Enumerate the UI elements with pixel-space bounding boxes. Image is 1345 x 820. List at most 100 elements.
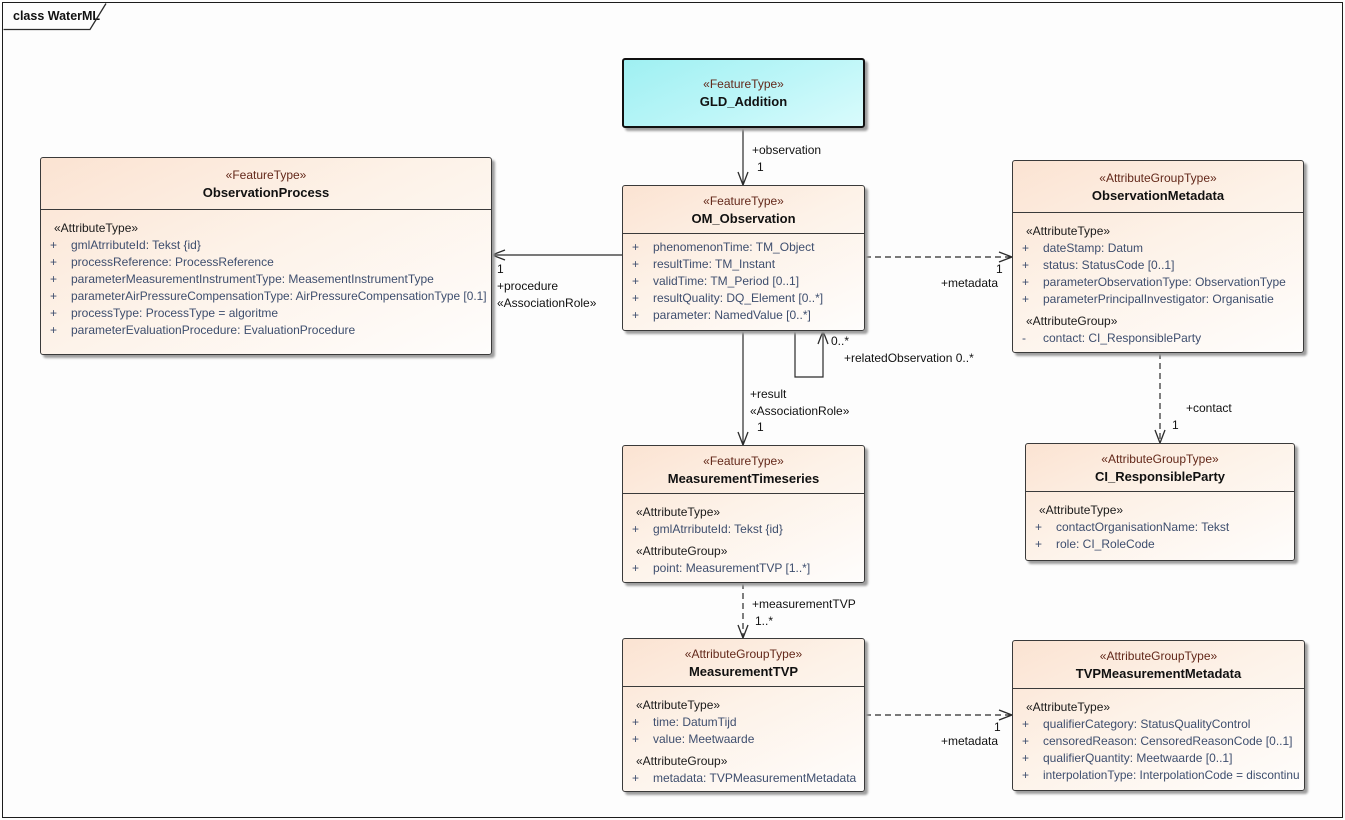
attribute-text: parameterEvaluationProcedure: Evaluation… [71, 323, 356, 337]
visibility-sign: + [632, 308, 640, 322]
attribute-text: parameterAirPressureCompensationType: Ai… [71, 289, 487, 303]
connector-contact[interactable] [1154, 353, 1166, 444]
attribute-row[interactable]: +status: StatusCode [0..1] [1013, 257, 1303, 274]
attribute-text: resultQuality: DQ_Element [0..*] [653, 291, 824, 305]
class-box-cirp[interactable]: «AttributeGroupType» CI_ResponsibleParty… [1025, 443, 1295, 561]
attribute-row[interactable]: +gmlAtrributeId: Tekst {id} [41, 237, 491, 254]
class-header: «AttributeGroupType» TVPMeasurementMetad… [1013, 641, 1304, 689]
attribute-row[interactable]: + qualifierCategory: StatusQualityControl [1013, 716, 1304, 733]
visibility-sign: + [50, 289, 58, 303]
visibility-sign: + [1035, 537, 1043, 551]
attribute-row[interactable]: + interpolationType: InterpolationCode = … [1013, 767, 1304, 784]
visibility-sign: + [1035, 520, 1043, 534]
attribute-row[interactable]: + metadata: TVPMeasurementMetadata [623, 770, 864, 787]
section-header: «AttributeType» [1039, 503, 1124, 517]
attribute-row[interactable]: +processType: ProcessType = algoritme [41, 305, 491, 322]
visibility-sign: + [1022, 292, 1030, 306]
attribute-row[interactable]: +role: CI_RoleCode [1026, 536, 1294, 553]
attribute-text: point: MeasurementTVP [1..*] [653, 561, 811, 575]
attribute-text: qualifierCategory: StatusQualityControl [1043, 717, 1251, 731]
connector-observation[interactable] [737, 128, 749, 186]
class-stereotype: «FeatureType» [703, 193, 784, 208]
attribute-row[interactable]: +validTime: TM_Period [0..1] [623, 273, 864, 290]
attribute-row[interactable]: + phenomenonTime: TM_Object [623, 239, 864, 256]
class-attributes: «AttributeType»+qualifierCategory: Statu… [1013, 689, 1304, 784]
connector-result[interactable] [737, 331, 749, 446]
diagram-tab: class WaterML [13, 9, 101, 23]
attribute-row[interactable]: +parameter: NamedValue [0..*] [623, 307, 864, 324]
class-attributes: «AttributeType» +contactOrganisationName:… [1026, 492, 1294, 553]
visibility-sign: + [50, 323, 58, 337]
visibility-sign: - [1022, 331, 1026, 345]
visibility-sign: + [632, 771, 640, 785]
class-box-tvpmm[interactable]: «AttributeGroupType» TVPMeasurementMetad… [1012, 640, 1305, 791]
attribute-row[interactable]: +contactOrganisationName: Tekst [1026, 519, 1294, 536]
attribute-text: censoredReason: CensoredReasonCode [0..1… [1043, 734, 1293, 748]
section-header: «AttributeType» [54, 221, 139, 235]
class-header: «AttributeGroupType» CI_ResponsibleParty [1026, 444, 1294, 492]
attribute-row[interactable]: +point: MeasurementTVP [1..*] [623, 560, 864, 577]
visibility-sign: + [1022, 241, 1030, 255]
visibility-sign: + [632, 240, 640, 254]
attribute-row[interactable]: + resultQuality: DQ_Element [0..*] [623, 290, 864, 307]
class-box-mts[interactable]: «FeatureType» MeasurementTimeseries «Att… [622, 445, 865, 583]
visibility-sign: + [50, 255, 58, 269]
visibility-sign: + [1022, 275, 1030, 289]
class-box-mtvp[interactable]: «AttributeGroupType» MeasurementTVP «Att… [622, 638, 865, 792]
attribute-row[interactable]: +time: DatumTijd [623, 714, 864, 731]
attribute-row[interactable]: +parameterObservationType: ObservationTy… [1013, 274, 1303, 291]
class-box-gld[interactable]: «FeatureType» GLD_Addition [622, 58, 865, 128]
connector-measurementTVP[interactable] [737, 583, 749, 639]
attribute-row[interactable]: + processReference: ProcessReference [41, 254, 491, 271]
class-name: MeasurementTVP [688, 663, 799, 679]
attribute-text: processType: ProcessType = algoritme [71, 306, 279, 320]
visibility-sign: + [1022, 734, 1030, 748]
attribute-text: phenomenonTime: TM_Object [653, 240, 815, 254]
class-stereotype: «AttributeGroupType» [1101, 451, 1219, 466]
class-name: OM_Observation [691, 210, 796, 226]
attribute-text: time: DatumTijd [653, 715, 737, 729]
attribute-row[interactable]: - contact: CI_ResponsibleParty [1013, 330, 1303, 347]
class-name: ObservationProcess [202, 184, 330, 200]
attribute-text: value: Meetwaarde [653, 732, 755, 746]
class-box-obsproc[interactable]: «FeatureType» ObservationProcess «Attrib… [40, 157, 492, 355]
class-box-om[interactable]: «FeatureType» OM_Observation + phenomenon… [622, 185, 865, 331]
attribute-text: metadata: TVPMeasurementMetadata [653, 771, 857, 785]
connector-metadata_tvp[interactable] [865, 709, 1013, 721]
attribute-row[interactable]: +gmlAtrributeId: Tekst {id} [623, 521, 864, 538]
connector-procedure[interactable] [491, 249, 622, 261]
attribute-row[interactable]: +resultTime: TM_Instant [623, 256, 864, 273]
class-attributes: «AttributeType» +dateStamp: Datum+status:… [1013, 213, 1303, 347]
class-name: TVPMeasurementMetadata [1075, 665, 1242, 681]
attribute-row[interactable]: +parameterMeasurementInstrumentType: Mea… [41, 271, 491, 288]
class-attributes: «AttributeType» +gmlAtrributeId: Tekst {i… [41, 210, 491, 339]
attribute-row[interactable]: + censoredReason: CensoredReasonCode [0..… [1013, 733, 1304, 750]
attribute-text: contact: CI_ResponsibleParty [1043, 331, 1202, 345]
visibility-sign: + [632, 257, 640, 271]
class-box-obsmeta[interactable]: «AttributeGroupType» ObservationMetadata… [1012, 160, 1304, 353]
attribute-text: processReference: ProcessReference [71, 255, 274, 269]
visibility-sign: + [1022, 751, 1030, 765]
attribute-row[interactable]: + parameterEvaluationProcedure: Evaluatio… [41, 322, 491, 339]
class-name: GLD_Addition [699, 94, 788, 109]
attribute-text: parameterMeasurementInstrumentType: Meas… [71, 272, 434, 286]
attribute-row[interactable]: +qualifierQuantity: Meetwaarde [0..1] [1013, 750, 1304, 767]
attribute-row[interactable]: +dateStamp: Datum [1013, 240, 1303, 257]
class-attributes: «AttributeType»+gmlAtrributeId: Tekst {i… [623, 494, 864, 577]
class-name: MeasurementTimeseries [667, 470, 820, 486]
attribute-row[interactable]: +parameterPrincipalInvestigator: Organis… [1013, 291, 1303, 308]
visibility-sign: + [50, 238, 58, 252]
attribute-text: interpolationType: InterpolationCode = d… [1043, 768, 1300, 782]
visibility-sign: + [632, 291, 640, 305]
section-header: «AttributeType» [1026, 224, 1111, 238]
visibility-sign: + [1022, 768, 1030, 782]
visibility-sign: + [1022, 717, 1030, 731]
connector-related[interactable] [794, 330, 829, 378]
connector-metadata_obs[interactable] [865, 251, 1013, 263]
class-header: «FeatureType» OM_Observation [623, 186, 864, 234]
attribute-row[interactable]: +value: Meetwaarde [623, 731, 864, 748]
attribute-row[interactable]: + parameterAirPressureCompensationType: A… [41, 288, 491, 305]
